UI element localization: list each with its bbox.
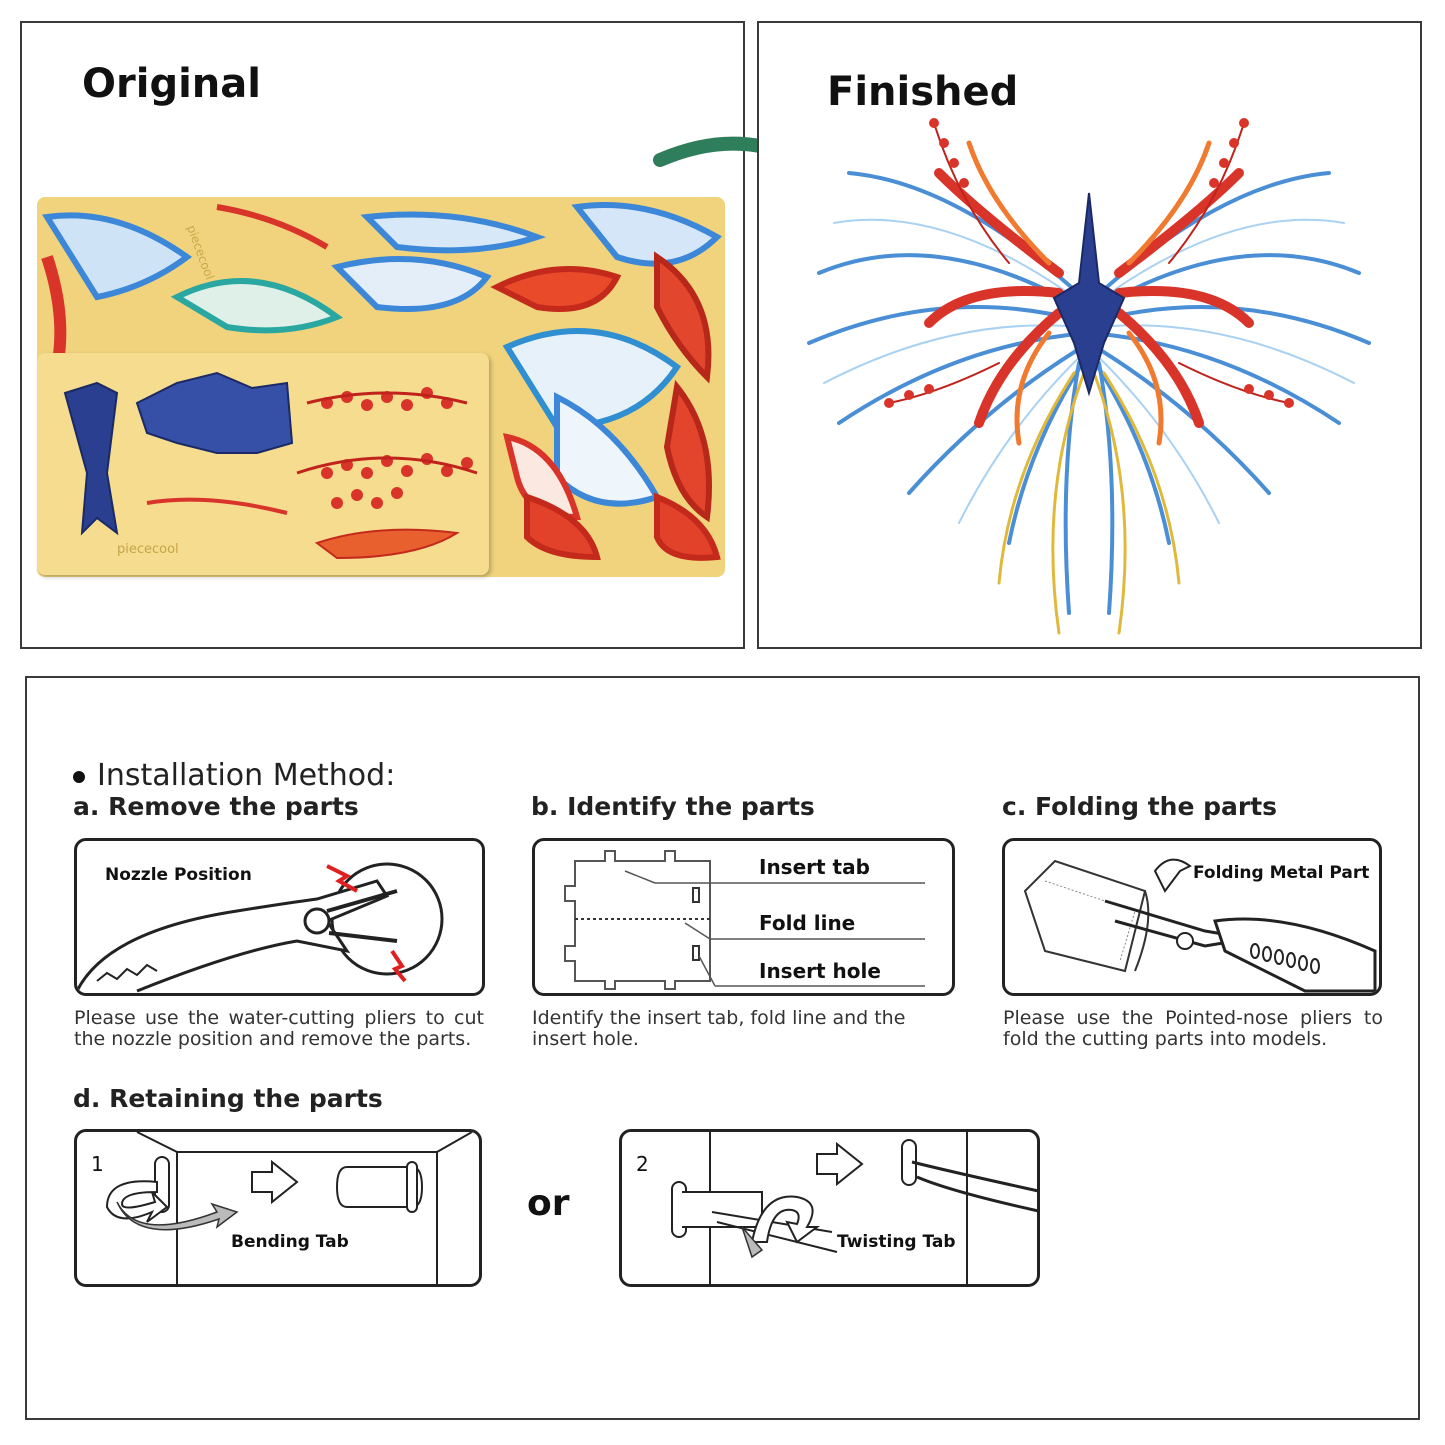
part-diagram-illustration — [564, 850, 925, 990]
sheet-brand-text-small: piececool — [117, 542, 179, 557]
or-text: or — [527, 1183, 570, 1224]
section-title-text: Installation Method: — [97, 758, 396, 793]
step-b-title: b. Identify the parts — [531, 792, 815, 821]
metal-sheet-small: piececool — [37, 353, 489, 575]
fold-line-label: Fold line — [759, 911, 856, 935]
bending-tab-diagram: 1 Bending Tab — [74, 1129, 482, 1287]
sheet-large-art: piececool — [41, 202, 722, 561]
step-b-description: Identify the insert tab, fold line and t… — [532, 1007, 906, 1050]
finished-heading: Finished — [827, 69, 1019, 115]
instructions-panel: Installation Method: a. Remove the parts… — [25, 676, 1420, 1420]
bending-tab-label: Bending Tab — [231, 1232, 349, 1252]
bending-tab-illustration — [105, 1132, 473, 1284]
step-a-callout: Nozzle Position — [105, 865, 252, 885]
sheet-brand-text: piececool — [184, 223, 217, 281]
step-d-title: d. Retaining the parts — [73, 1084, 383, 1113]
option-1-number: 1 — [91, 1152, 104, 1176]
bullet-icon — [73, 770, 85, 783]
step-c-callout: Folding Metal Part — [1193, 863, 1370, 883]
finished-panel: Finished — [757, 21, 1422, 649]
step-c-diagram: Folding Metal Part — [1002, 838, 1382, 996]
option-2-number: 2 — [636, 1152, 649, 1176]
twisting-tab-diagram: 2 Twisting Tab — [619, 1129, 1040, 1287]
folding-pliers-illustration — [1023, 858, 1377, 993]
step-a-description: Please use the water-cutting pliers to c… — [74, 1007, 484, 1050]
twisting-tab-label: Twisting Tab — [837, 1232, 956, 1252]
step-c-title: c. Folding the parts — [1002, 792, 1278, 821]
section-title: Installation Method: — [73, 758, 395, 793]
pliers-cutting-illustration — [77, 862, 444, 993]
step-a-diagram: Nozzle Position — [74, 838, 485, 996]
step-a-title: a. Remove the parts — [73, 792, 359, 821]
insert-tab-label: Insert tab — [759, 855, 870, 879]
original-panel: Original piececool — [20, 21, 745, 649]
finished-model-image — [807, 118, 1371, 635]
step-c-description: Please use the Pointed-nose pliers to fo… — [1003, 1007, 1383, 1050]
step-b-diagram: Insert tab Fold line Insert hole — [532, 838, 955, 996]
original-heading: Original — [82, 61, 261, 107]
insert-hole-label: Insert hole — [759, 959, 881, 983]
sheet-small-art: piececool — [63, 371, 478, 560]
twisting-tab-illustration — [671, 1132, 1037, 1284]
